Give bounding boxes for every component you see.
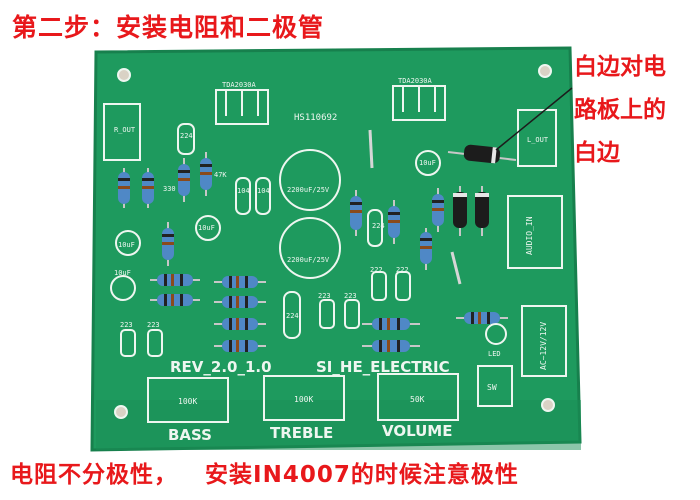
chip-left xyxy=(215,89,269,125)
volume-label: VOLUME xyxy=(382,422,452,440)
audio-in-connector xyxy=(507,195,563,269)
cap-big-2-label: 2200uF/25V xyxy=(287,256,330,264)
resistors-vertical xyxy=(118,152,444,270)
cap-224-a: 224 xyxy=(180,132,193,140)
cap-223-b: 223 xyxy=(344,292,357,300)
switch-label: SW xyxy=(487,383,497,392)
pot-bass xyxy=(147,377,229,423)
bass-label: BASS xyxy=(168,426,212,444)
diode-vertical-1 xyxy=(453,186,467,236)
r-out-connector xyxy=(103,103,141,161)
cap-big-1-label: 2200uF/25V xyxy=(287,186,330,194)
res-330-label: 330 xyxy=(163,185,176,193)
diode-main xyxy=(447,144,517,164)
jumpers xyxy=(368,129,462,285)
cap-big-2 xyxy=(279,217,341,279)
callout-arrow xyxy=(495,87,573,151)
cap-small-3-label: 10uF xyxy=(114,269,131,277)
chip-right-label: TDA2030A xyxy=(398,77,433,85)
callout-line-1: 白边对电 xyxy=(574,54,666,80)
cap-222-b: 222 xyxy=(396,266,409,274)
cap-small-group xyxy=(110,150,441,301)
power-connector xyxy=(521,305,567,377)
board-revision: REV_2.0_1.0 xyxy=(170,358,272,376)
pot-treble-value: 100K xyxy=(294,395,313,404)
callout-line-3: 白边 xyxy=(574,140,620,166)
audio-in-label: AUDIO_IN xyxy=(525,216,534,255)
switch-footprint xyxy=(477,365,513,407)
diode-vertical-2 xyxy=(475,186,489,236)
chip-left-label: TDA2030A xyxy=(222,81,257,89)
cap-222-a: 222 xyxy=(370,266,383,274)
cap-small-2-label: 10uF xyxy=(118,241,135,249)
cap-104-a: 104 xyxy=(237,187,250,195)
chip-right xyxy=(392,85,446,121)
callout-line-2: 路板上的 xyxy=(574,97,666,123)
r-out-label: R_OUT xyxy=(114,126,136,134)
treble-label: TREBLE xyxy=(270,424,333,442)
pot-volume xyxy=(377,373,459,421)
pot-treble xyxy=(263,375,345,421)
board-brand: SI_HE_ELECTRIC xyxy=(316,358,450,376)
ceramic-pads xyxy=(120,123,411,357)
pcb-board xyxy=(90,46,582,452)
cap-104-b: 104 xyxy=(257,187,270,195)
callout-note: 白边对电 路板上的 白边 xyxy=(574,46,666,175)
cap-small-1-label: 10uF xyxy=(198,224,215,232)
board-model: HS110692 xyxy=(294,113,337,123)
cap-big-1 xyxy=(279,149,341,211)
step-title: 第二步：安装电阻和二极管 xyxy=(12,13,325,42)
polarity-note-right: 安装IN4007的时候注意极性 xyxy=(205,462,519,488)
cap-223-d: 223 xyxy=(147,321,160,329)
cap-224-b: 224 xyxy=(372,222,385,230)
pot-volume-value: 50K xyxy=(410,395,425,404)
cap-223-c: 223 xyxy=(120,321,133,329)
cap-small-4-label: 10uF xyxy=(419,159,436,167)
pot-bass-value: 100K xyxy=(178,397,197,406)
l-out-connector xyxy=(517,109,557,167)
mounting-holes xyxy=(114,64,555,419)
cap-223-a: 223 xyxy=(318,292,331,300)
polarity-note-left: 电阻不分极性， xyxy=(10,462,178,488)
power-label: AC~12V/12V xyxy=(539,322,548,370)
polarity-note: 电阻不分极性， 安装IN4007的时候注意极性 xyxy=(10,455,519,489)
led-footprint xyxy=(485,323,507,345)
l-out-label: L_OUT xyxy=(527,136,549,144)
cap-224-c: 224 xyxy=(286,312,299,320)
res-47k-label: 47K xyxy=(214,171,227,179)
led-label: LED xyxy=(488,350,501,358)
resistors-horizontal xyxy=(150,274,508,352)
